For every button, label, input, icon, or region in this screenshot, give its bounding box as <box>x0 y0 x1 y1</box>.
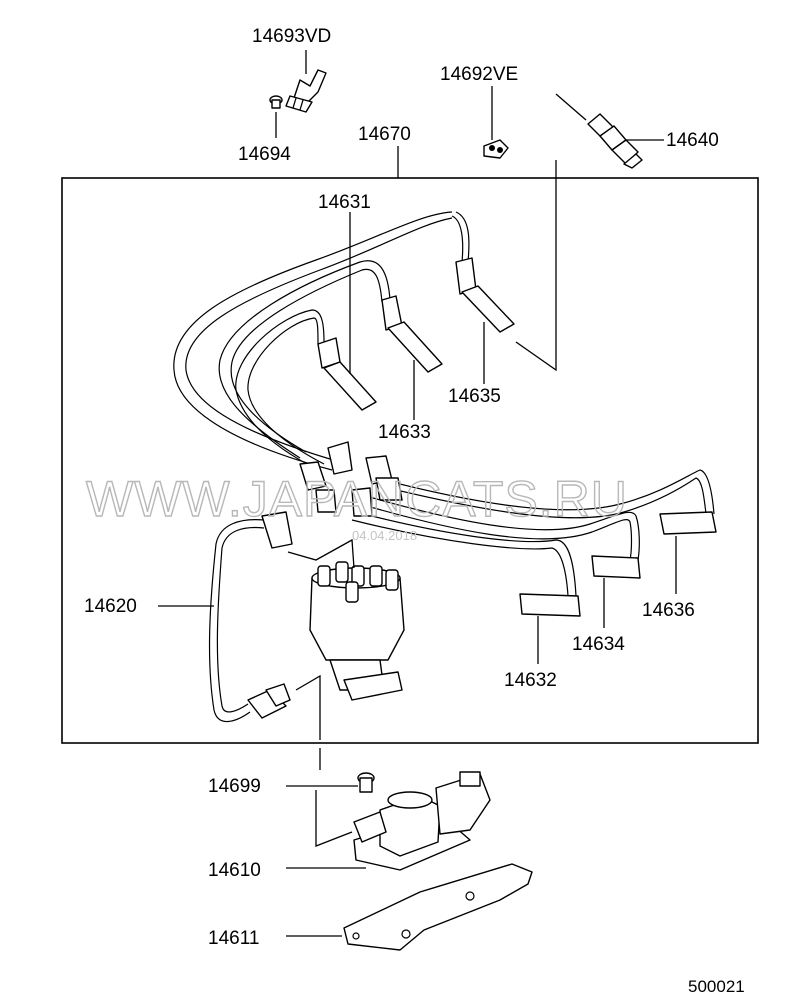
bracket-plate-icon[interactable] <box>343 863 533 951</box>
part-label-14699[interactable]: 14699 <box>208 776 261 797</box>
ignition-cables <box>173 211 715 723</box>
part-label-14636[interactable]: 14636 <box>642 600 695 621</box>
spark-plug-icon[interactable] <box>587 113 643 169</box>
cable-set-frame <box>61 177 759 744</box>
bolt-icon[interactable] <box>269 95 283 109</box>
clip-bracket-icon[interactable] <box>285 69 327 113</box>
part-label-14633[interactable]: 14633 <box>378 422 431 443</box>
part-label-14620[interactable]: 14620 <box>84 596 137 617</box>
plug-boot-14631[interactable] <box>317 337 377 411</box>
part-label-14611[interactable]: 14611 <box>208 928 259 949</box>
part-label-14632[interactable]: 14632 <box>504 670 557 691</box>
part-label-14692VE[interactable]: 14692VE <box>440 64 518 85</box>
watermark-text: WWW.JAPANCATS.RU <box>86 471 628 527</box>
plug-boot-14632[interactable] <box>519 593 581 617</box>
distributor-boots <box>247 441 403 719</box>
ignition-coil-icon[interactable] <box>353 771 491 871</box>
plug-boot-14635[interactable] <box>455 257 515 333</box>
distributor-icon[interactable] <box>309 561 405 701</box>
part-label-14631[interactable]: 14631 <box>318 192 371 213</box>
leader-14640-dash <box>555 93 587 121</box>
part-label-14694[interactable]: 14694 <box>238 144 291 165</box>
part-label-14634[interactable]: 14634 <box>572 634 625 655</box>
part-label-14640[interactable]: 14640 <box>666 130 719 151</box>
part-label-14693VD[interactable]: 14693VD <box>252 26 331 47</box>
part-label-14635[interactable]: 14635 <box>448 386 501 407</box>
leader-coil-vertical <box>315 790 353 847</box>
leader-coil-to-distributor <box>295 674 321 740</box>
part-label-14610[interactable]: 14610 <box>208 860 261 881</box>
plug-boot-14633[interactable] <box>381 295 443 373</box>
figure-id: 500021 <box>688 977 745 996</box>
distributor-guide <box>287 538 355 569</box>
plug-boot-14634[interactable] <box>591 555 641 579</box>
clip-icon[interactable] <box>483 139 509 159</box>
watermark-date: 04.04.2018 <box>352 528 417 543</box>
bolt-icon[interactable] <box>357 772 375 793</box>
leader-14640-frame <box>515 160 557 372</box>
part-label-14670[interactable]: 14670 <box>358 124 411 145</box>
plug-boot-14636[interactable] <box>659 511 717 535</box>
